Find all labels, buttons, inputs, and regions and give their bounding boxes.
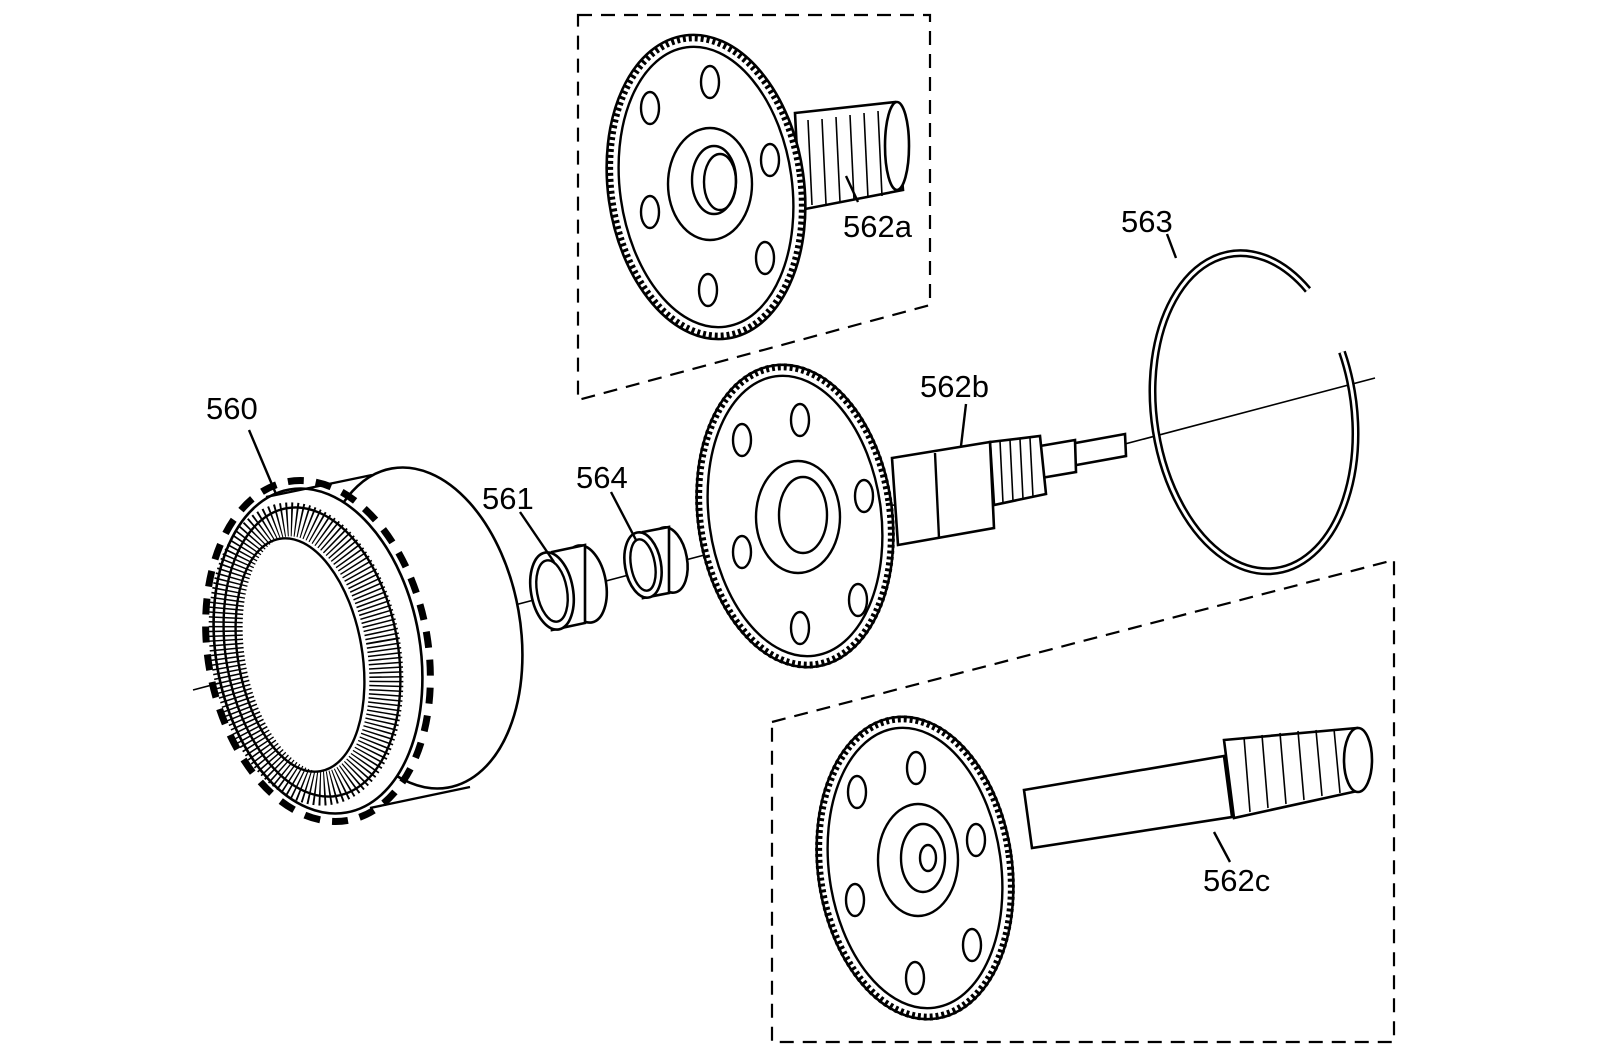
- bushing-564: [623, 525, 689, 600]
- shaft-gear-562a: [605, 33, 911, 341]
- ring-gear-560: [202, 466, 524, 825]
- label-562b: 562b: [920, 369, 989, 404]
- label-563: 563: [1121, 204, 1173, 239]
- label-562c: 562c: [1203, 863, 1270, 898]
- detail-box-562a: [576, 13, 932, 402]
- leader-lines: [247, 175, 1232, 863]
- label-561: 561: [482, 481, 534, 516]
- label-564: 564: [576, 460, 628, 495]
- bushing-561: [528, 543, 609, 632]
- shaft-gear-562b: [695, 363, 1128, 669]
- label-562a: 562a: [843, 209, 913, 244]
- label-560: 560: [206, 391, 258, 426]
- snap-ring-563: [1148, 249, 1360, 576]
- shaft-gear-562c: [815, 715, 1374, 1021]
- detail-box-562c: [770, 558, 1396, 1044]
